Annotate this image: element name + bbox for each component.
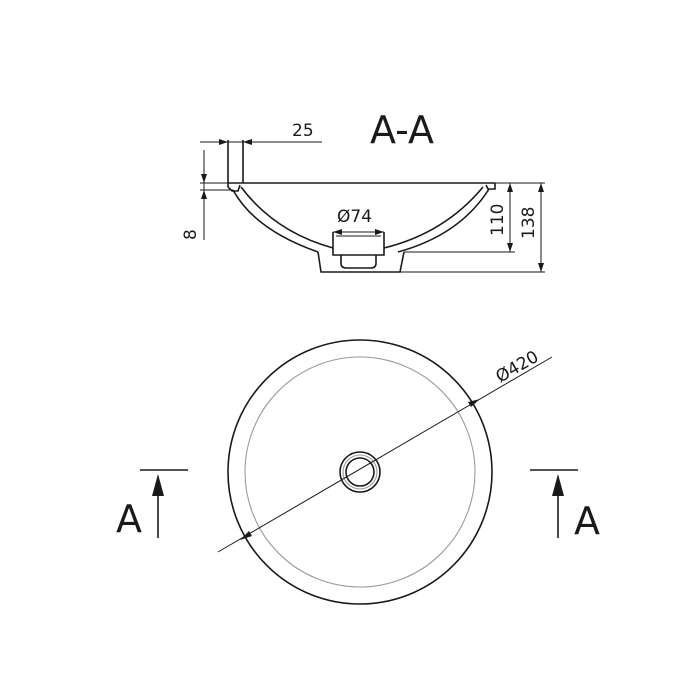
section-letter-right: A — [574, 499, 600, 543]
dim-total-height: 138 — [519, 207, 539, 239]
dim-bowl-depth: 110 — [488, 204, 508, 236]
dim-rim-width: 25 — [292, 121, 314, 141]
plan-view: Ø420 — [217, 339, 553, 605]
section-view: 25 8 Ø74 110 138 A-A — [181, 108, 545, 273]
dim-drain-diameter: Ø74 — [337, 207, 372, 227]
section-letter-left: A — [116, 497, 142, 541]
dim-outer-diameter: Ø420 — [493, 347, 543, 387]
section-title: A-A — [370, 108, 434, 152]
section-marker-right: A — [530, 469, 600, 543]
section-marker-left: A — [116, 469, 188, 541]
dim-rim-thickness: 8 — [181, 229, 201, 240]
